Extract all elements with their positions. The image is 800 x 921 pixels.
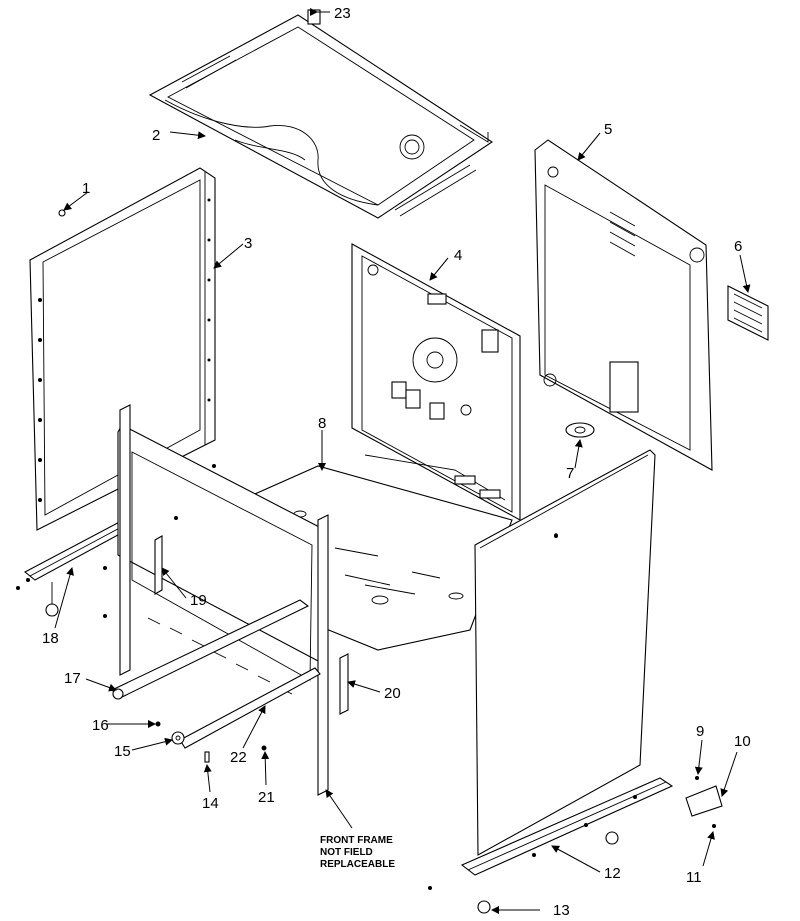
callout-23: 23 bbox=[334, 5, 351, 22]
right-base-rail bbox=[460, 777, 674, 914]
back-panel bbox=[351, 243, 521, 521]
callout-9: 9 bbox=[696, 723, 704, 740]
callout-8: 8 bbox=[318, 415, 326, 432]
callout-20: 20 bbox=[384, 685, 401, 702]
loose-screws bbox=[16, 464, 637, 890]
rear-panel bbox=[534, 139, 713, 471]
callout-4: 4 bbox=[454, 247, 462, 264]
callout-11: 11 bbox=[686, 869, 702, 886]
note-line-3: REPLACEABLE bbox=[320, 859, 395, 870]
left-side-panel bbox=[29, 167, 216, 531]
callout-18: 18 bbox=[42, 630, 59, 647]
screw-21 bbox=[261, 745, 267, 751]
callout-12: 12 bbox=[604, 865, 621, 882]
callout-19: 19 bbox=[190, 592, 207, 609]
callout-13: 13 bbox=[553, 902, 570, 919]
callout-1: 1 bbox=[82, 180, 90, 197]
callout-10: 10 bbox=[734, 733, 751, 750]
note-line-2: NOT FIELD bbox=[320, 847, 373, 858]
callout-17: 17 bbox=[64, 670, 81, 687]
callout-22: 22 bbox=[230, 749, 247, 766]
callout-21: 21 bbox=[258, 789, 275, 806]
vent-cover bbox=[727, 285, 769, 341]
leader-lines bbox=[54, 8, 751, 914]
kick-rail bbox=[111, 599, 310, 700]
right-side-panel bbox=[474, 449, 656, 856]
top-panel bbox=[148, 14, 493, 219]
anti-tip-bracket bbox=[685, 776, 723, 828]
callout-5: 5 bbox=[604, 121, 612, 138]
leveling-leg bbox=[171, 731, 185, 745]
callout-3: 3 bbox=[244, 235, 252, 252]
callout-15: 15 bbox=[114, 743, 131, 760]
front-rail bbox=[179, 667, 321, 749]
screw-16 bbox=[155, 721, 161, 727]
screw-14 bbox=[204, 751, 210, 763]
grommet bbox=[565, 422, 595, 438]
callout-7: 7 bbox=[566, 465, 574, 482]
callout-16: 16 bbox=[92, 717, 109, 734]
callout-14: 14 bbox=[202, 795, 219, 812]
callout-2: 2 bbox=[152, 127, 160, 144]
part-1-screw bbox=[58, 209, 66, 217]
callout-6: 6 bbox=[734, 238, 742, 255]
front-frame-note: FRONT FRAME NOT FIELD REPLACEABLE bbox=[320, 835, 395, 870]
front-frame bbox=[117, 404, 349, 796]
note-line-1: FRONT FRAME bbox=[320, 835, 393, 846]
